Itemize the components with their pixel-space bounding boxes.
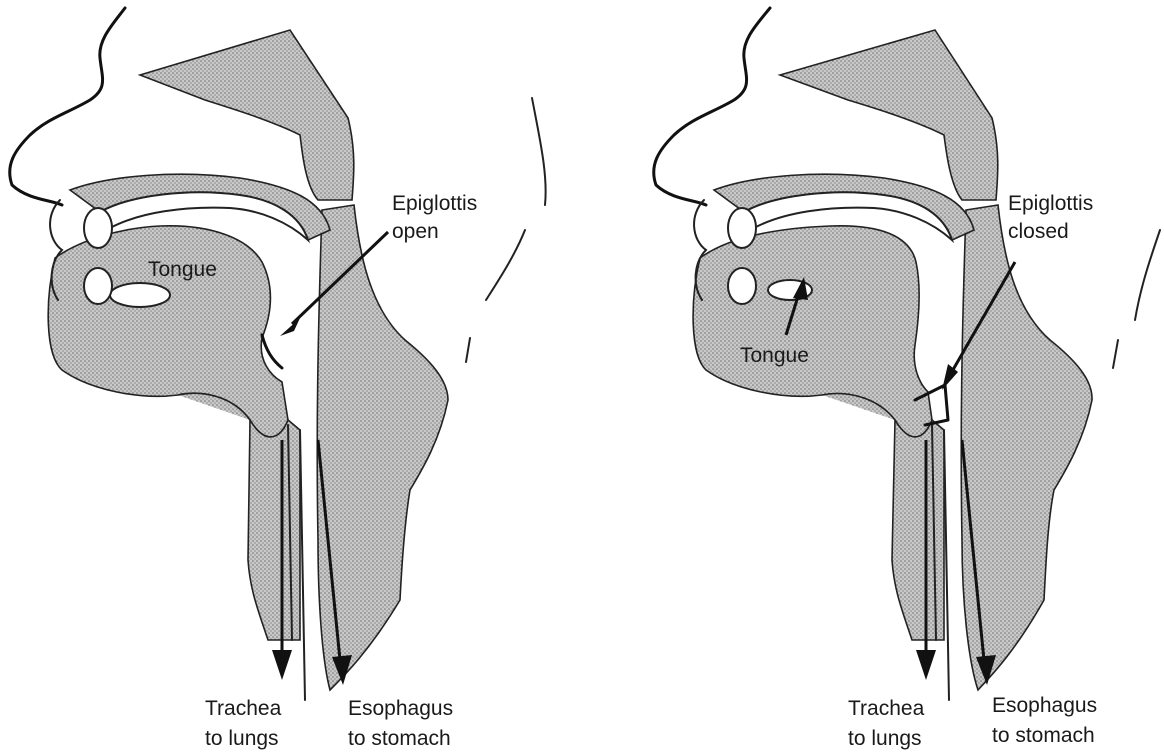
- trachea-label-line2: to lungs: [848, 727, 922, 750]
- esophagus-label-line2: to stomach: [992, 724, 1095, 747]
- trachea-label-line1: Trachea: [205, 697, 282, 720]
- face-profile-outline: [654, 8, 770, 205]
- epiglottis-label-line1: Epiglottis: [392, 192, 477, 215]
- lower-tooth: [728, 268, 756, 304]
- neck-back-outline: [532, 98, 546, 205]
- neck-contour-segment: [1113, 340, 1118, 368]
- neck-contour-segment: [466, 338, 470, 362]
- trachea-label-line2: to lungs: [205, 727, 279, 750]
- epiglottis-label-line2: open: [392, 220, 439, 243]
- upper-tooth: [84, 208, 112, 248]
- tongue-label: Tongue: [740, 344, 809, 367]
- epiglottis-label-line2: closed: [1008, 220, 1069, 243]
- tongue-jaw-tissue: [693, 226, 932, 437]
- trachea-label-line1: Trachea: [848, 697, 925, 720]
- face-profile-outline: [10, 8, 125, 205]
- esophagus-label-line1: Esophagus: [992, 694, 1097, 717]
- esophagus-label-line1: Esophagus: [348, 697, 453, 720]
- lower-tooth: [84, 268, 112, 304]
- esophagus-label-line2: to stomach: [348, 727, 451, 750]
- panel-closed: Tongue Epiglottis closed Trachea to lung…: [654, 8, 1160, 750]
- tongue-tip-cavity: [110, 283, 170, 307]
- upper-tooth: [728, 208, 756, 248]
- tongue-label: Tongue: [148, 258, 217, 281]
- panel-open: Tongue Epiglottis open Trachea to lungs …: [10, 8, 546, 750]
- neck-front-contour: [486, 230, 525, 300]
- neck-contour-segment: [1135, 230, 1160, 320]
- epiglottis-label-line1: Epiglottis: [1008, 192, 1093, 215]
